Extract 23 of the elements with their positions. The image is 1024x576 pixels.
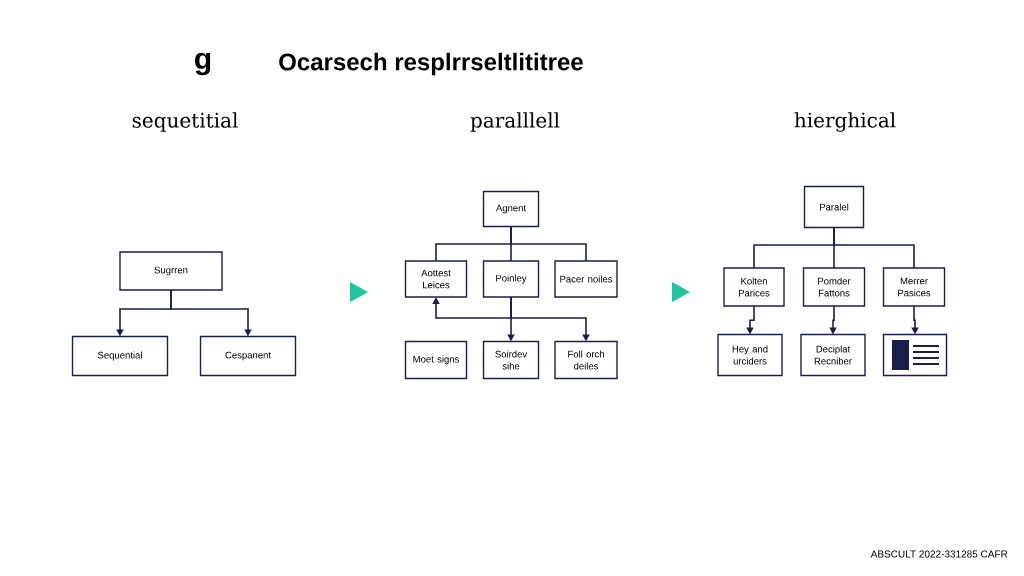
- process-box: Sugrren: [119, 251, 223, 291]
- section-heading: sequetitial: [132, 112, 238, 132]
- process-box: Soirdev sihe: [482, 340, 540, 380]
- process-box: Cespanent: [199, 335, 297, 377]
- process-box: Paralel: [803, 185, 865, 229]
- process-box: Deciplat Recniber: [800, 333, 866, 377]
- process-box: Kolten Parices: [723, 267, 785, 307]
- connector-arrow: [432, 296, 512, 319]
- process-box: Agnent: [482, 190, 540, 228]
- process-box: Sequential: [71, 335, 169, 377]
- section-heading: hierghical: [794, 112, 896, 132]
- footer-note: ABSCULT 2022-331285 CAFR: [870, 550, 1008, 558]
- process-box: Poinley: [482, 260, 540, 298]
- process-box: Merrer Pasices: [882, 267, 946, 307]
- heading-letter: g: [195, 52, 211, 76]
- process-box: Pomder Fattons: [802, 267, 866, 307]
- process-box: Moet signs: [404, 340, 468, 380]
- process-box: Foll orch deiles: [554, 340, 618, 380]
- process-box: Aottest Leices: [404, 260, 468, 298]
- section-heading: paralllell: [470, 112, 560, 132]
- process-box: Hey and urciders: [717, 333, 783, 377]
- title: Ocarsech resplrrseltlititree: [279, 52, 583, 76]
- process-box: Pacer noiles: [554, 260, 618, 298]
